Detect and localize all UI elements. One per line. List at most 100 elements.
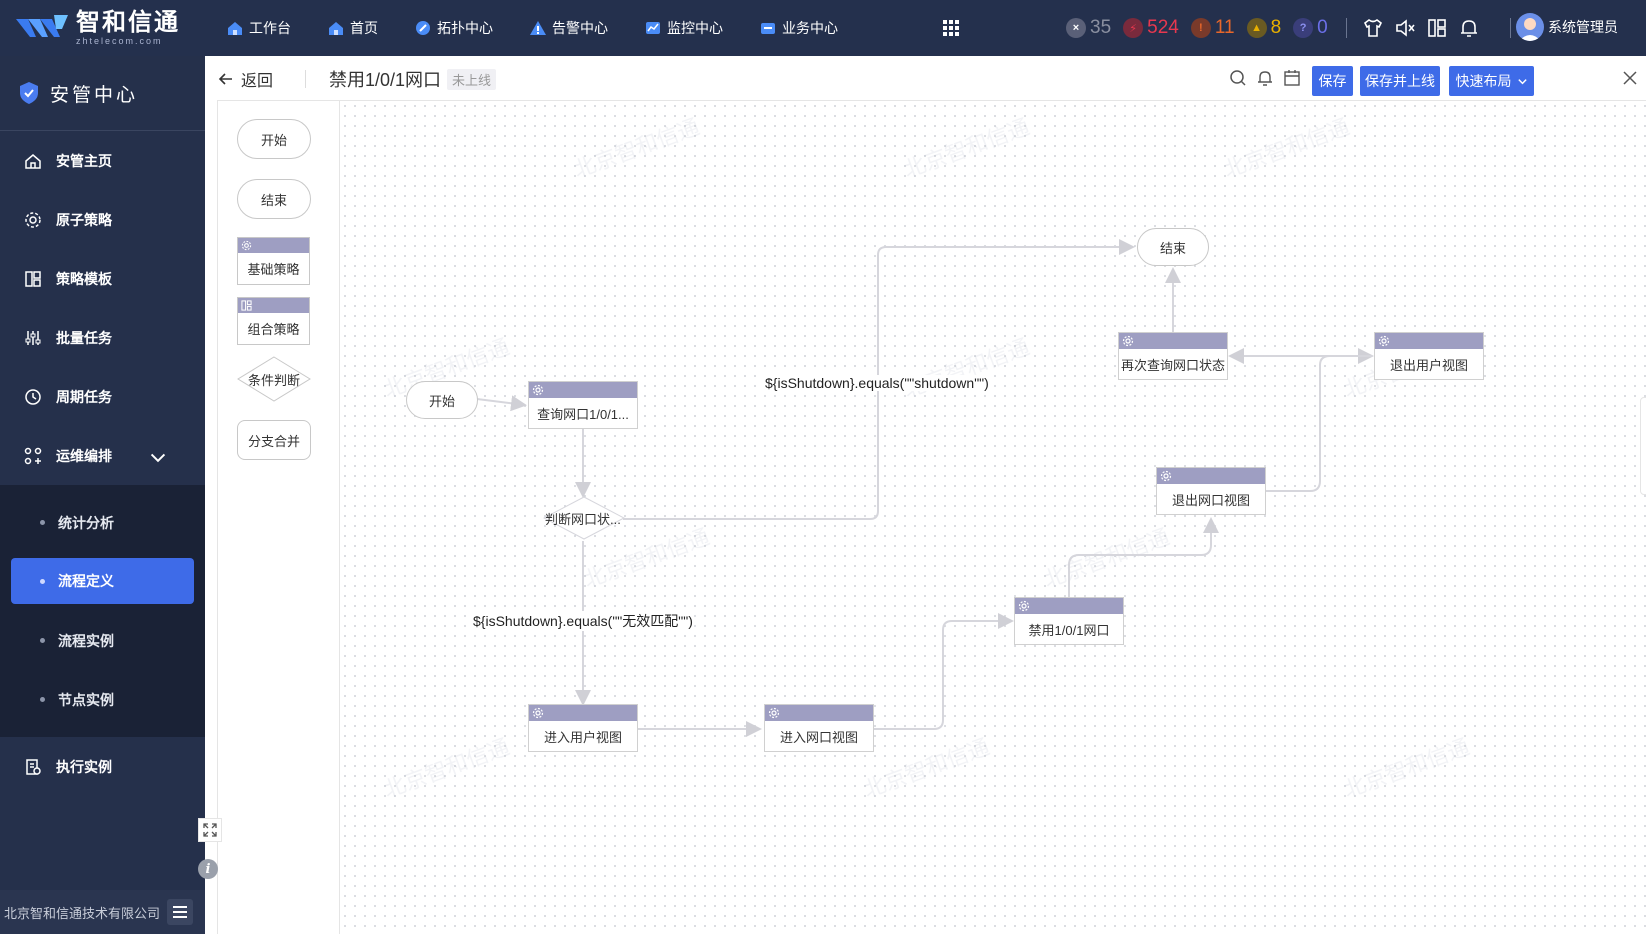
page-title: 禁用1/0/1网口 <box>329 70 442 90</box>
close-icon[interactable] <box>1622 70 1638 86</box>
brand-domain: zhtelecom.com <box>76 36 163 46</box>
sidebar-subitem-flow-definition[interactable]: 流程定义 <box>11 558 194 604</box>
sidebar-item-orchestration[interactable]: 运维编排 <box>0 426 205 485</box>
sidebar-item-label: 策略模板 <box>56 270 112 287</box>
sidebar-item-policy-template[interactable]: 策略模板 <box>0 249 205 308</box>
shield-icon <box>20 82 38 104</box>
alarm-stats: × 35 ⚡ 524 ! 11 ▲ 8 ? 0 <box>1066 0 1340 56</box>
sidebar-item-periodic-task[interactable]: 周期任务 <box>0 367 205 426</box>
divider <box>1510 18 1511 38</box>
edge-label-no-match[interactable]: ${isShutdown}.equals(""无效匹配"") <box>472 611 694 631</box>
top-bar: 智和信通 zhtelecom.com 工作台 首页 拓扑中心 告警中心 监控中心… <box>0 0 1646 56</box>
collapse-menu-button[interactable] <box>167 899 193 925</box>
node-label: 判断网口状... <box>545 512 621 527</box>
nav-alarm[interactable]: 告警中心 <box>529 18 608 38</box>
node-label: 查询网口1/0/1... <box>537 406 629 422</box>
palette-basic-policy[interactable]: 基础策略 <box>237 237 310 285</box>
flow-node-enter-port-view[interactable]: 进入网口视图 <box>764 704 874 752</box>
sidebar-item-label: 批量任务 <box>56 329 112 346</box>
clock-icon <box>25 388 41 405</box>
flow-node-judge[interactable]: 判断网口状... <box>543 496 625 540</box>
nav-topology-label: 拓扑中心 <box>437 20 493 36</box>
nav-home-label: 首页 <box>350 20 378 36</box>
node-label: 退出用户视图 <box>1389 357 1468 373</box>
node-label: 退出网口视图 <box>1171 492 1250 508</box>
nav-workbench[interactable]: 工作台 <box>226 18 291 38</box>
edge-port-disable <box>873 613 1014 730</box>
sidebar-item-atomic-policy[interactable]: 原子策略 <box>0 190 205 249</box>
node-label: 禁用1/0/1网口 <box>1028 622 1110 638</box>
nav-home[interactable]: 首页 <box>327 18 378 38</box>
flow-canvas[interactable]: 北京智和信通 北京智和信通 北京智和信通 北京智和信通 北京智和信通 北京智和信… <box>340 101 1646 934</box>
nav-monitor[interactable]: 监控中心 <box>644 18 723 38</box>
flow-node-disable-port[interactable]: 禁用1/0/1网口 <box>1014 597 1124 645</box>
template-icon <box>25 270 41 287</box>
quick-layout-button[interactable]: 快速布局 <box>1449 66 1534 96</box>
nav-alarm-label: 告警中心 <box>552 20 608 36</box>
arrow-left-icon <box>218 73 232 85</box>
search-icon[interactable] <box>1229 69 1247 87</box>
brand-logo[interactable]: 智和信通 zhtelecom.com <box>14 8 194 48</box>
flow-end-node[interactable]: 结束 <box>1137 228 1209 266</box>
sidebar-subitem-label: 流程定义 <box>58 573 114 589</box>
flow-node-enter-user-view[interactable]: 进入用户视图 <box>528 704 638 752</box>
business-icon <box>761 23 775 34</box>
sidebar-item-execution-instance[interactable]: 执行实例 <box>0 737 205 796</box>
edge-exitport-exituser <box>1265 348 1374 492</box>
bullet <box>40 520 45 525</box>
node-label: 进入用户视图 <box>543 729 622 745</box>
sidebar-subitem-node-instance[interactable]: 节点实例 <box>0 670 205 729</box>
sidebar-item-label: 原子策略 <box>56 211 112 228</box>
flow-node-query-port[interactable]: 查询网口1/0/1... <box>528 381 638 429</box>
flow-node-exit-user-view[interactable]: 退出用户视图 <box>1374 332 1484 380</box>
save-publish-button[interactable]: 保存并上线 <box>1360 66 1440 96</box>
exclaim-icon: ! <box>1190 18 1211 38</box>
fullscreen-button[interactable] <box>198 818 222 842</box>
flow-node-requery-port[interactable]: 再次查询网口状态 <box>1118 332 1228 380</box>
palette-condition[interactable]: 条件判断 <box>237 356 311 402</box>
bell-icon[interactable] <box>1256 69 1274 87</box>
flow-editor: 开始 结束 基础策略 组合策略 条件判断 分支合并 北京智和信通 北京智和信通 … <box>217 100 1646 934</box>
stat-minor[interactable]: ▲ 8 <box>1246 17 1282 39</box>
sidebar-item-batch-task[interactable]: 批量任务 <box>0 308 205 367</box>
node-label: 再次查询网口状态 <box>1120 357 1225 373</box>
notification-bell-icon[interactable] <box>1458 17 1480 39</box>
palette-label: 条件判断 <box>247 372 300 388</box>
calendar-icon[interactable] <box>1283 69 1301 87</box>
stat-cleared[interactable]: × 35 <box>1066 17 1111 39</box>
gear-icon <box>1018 600 1030 612</box>
palette-combo-policy[interactable]: 组合策略 <box>237 297 310 345</box>
nav-topology[interactable]: 拓扑中心 <box>414 18 493 38</box>
sidebar-item-home[interactable]: 安管主页 <box>0 131 205 190</box>
question-icon: ? <box>1293 18 1314 38</box>
sidebar-subitem-flow-instance[interactable]: 流程实例 <box>0 611 205 670</box>
edge-label-shutdown[interactable]: ${isShutdown}.equals(""shutdown"") <box>764 375 990 391</box>
stat-critical[interactable]: ⚡ 524 <box>1123 17 1179 39</box>
back-button[interactable]: 返回 <box>217 67 273 91</box>
flow-start-node[interactable]: 开始 <box>406 381 478 419</box>
mute-icon[interactable] <box>1394 17 1416 39</box>
bullet <box>40 578 45 584</box>
user-menu[interactable]: 系统管理员 <box>1516 13 1618 41</box>
stat-major[interactable]: ! 11 <box>1190 17 1235 39</box>
save-button[interactable]: 保存 <box>1312 66 1353 96</box>
skin-icon[interactable] <box>1362 17 1384 39</box>
layout-icon[interactable] <box>1426 17 1448 39</box>
quick-layout-label: 快速布局 <box>1455 73 1512 89</box>
stat-minor-value: 8 <box>1270 17 1282 38</box>
stat-unknown[interactable]: ? 0 <box>1293 17 1328 39</box>
palette-end[interactable]: 结束 <box>237 179 311 219</box>
app-grid-icon[interactable] <box>942 19 960 37</box>
back-label: 返回 <box>241 73 274 90</box>
info-icon[interactable]: i <box>198 859 218 879</box>
palette-label: 组合策略 <box>247 322 300 337</box>
sidebar-subitem-statistics[interactable]: 统计分析 <box>0 493 205 552</box>
flow-node-exit-port-view[interactable]: 退出网口视图 <box>1156 467 1266 515</box>
nav-business[interactable]: 业务中心 <box>759 18 838 38</box>
palette-start[interactable]: 开始 <box>237 119 311 159</box>
stat-critical-value: 524 <box>1147 17 1179 38</box>
divider <box>305 70 306 88</box>
palette-branch-merge[interactable]: 分支合并 <box>237 420 311 460</box>
sidebar-title: 安管中心 <box>50 84 139 106</box>
sidebar-subitem-label: 流程实例 <box>58 632 114 649</box>
